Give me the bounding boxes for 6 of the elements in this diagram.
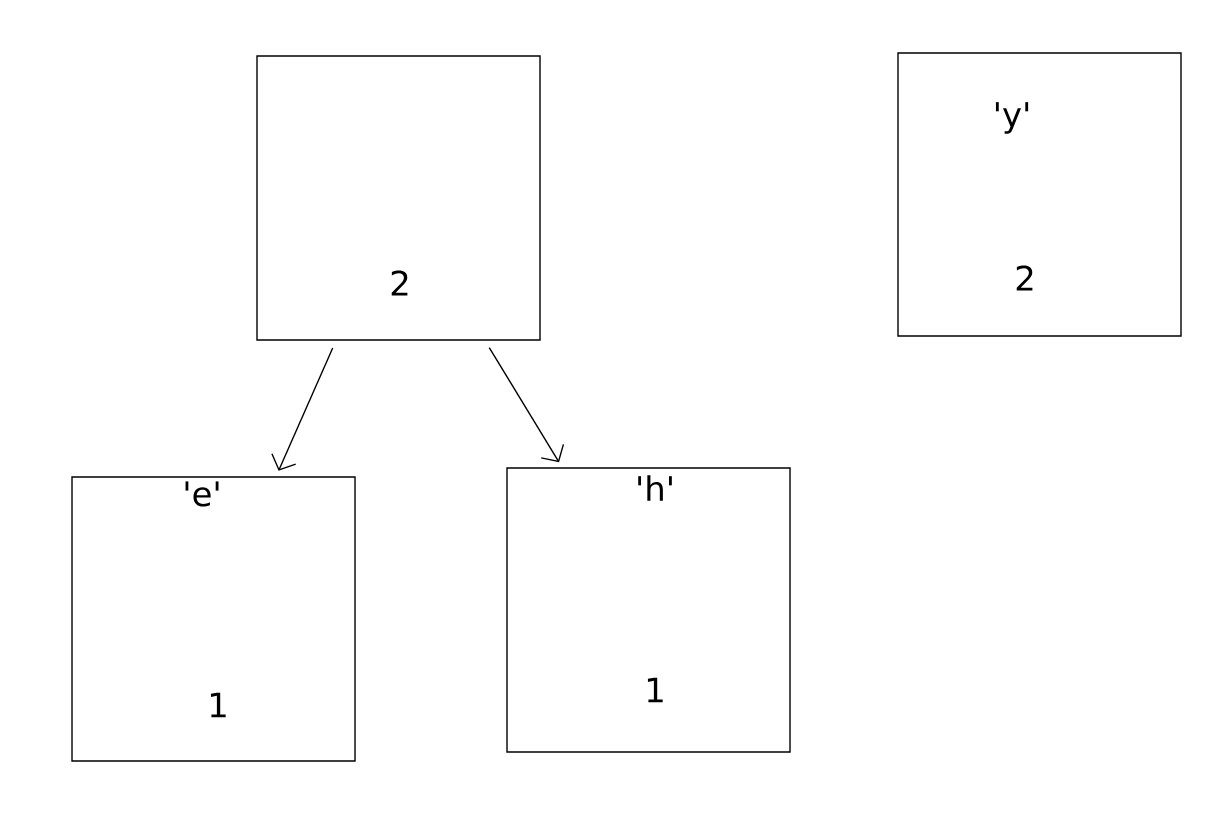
value-box: 'h' 1 [506,467,791,753]
value-box: 'e' 1 [71,476,356,762]
arrow [488,346,565,463]
value-box: 'y' 2 [897,52,1182,337]
arrow [271,347,334,471]
value-box: 2 [256,55,541,341]
